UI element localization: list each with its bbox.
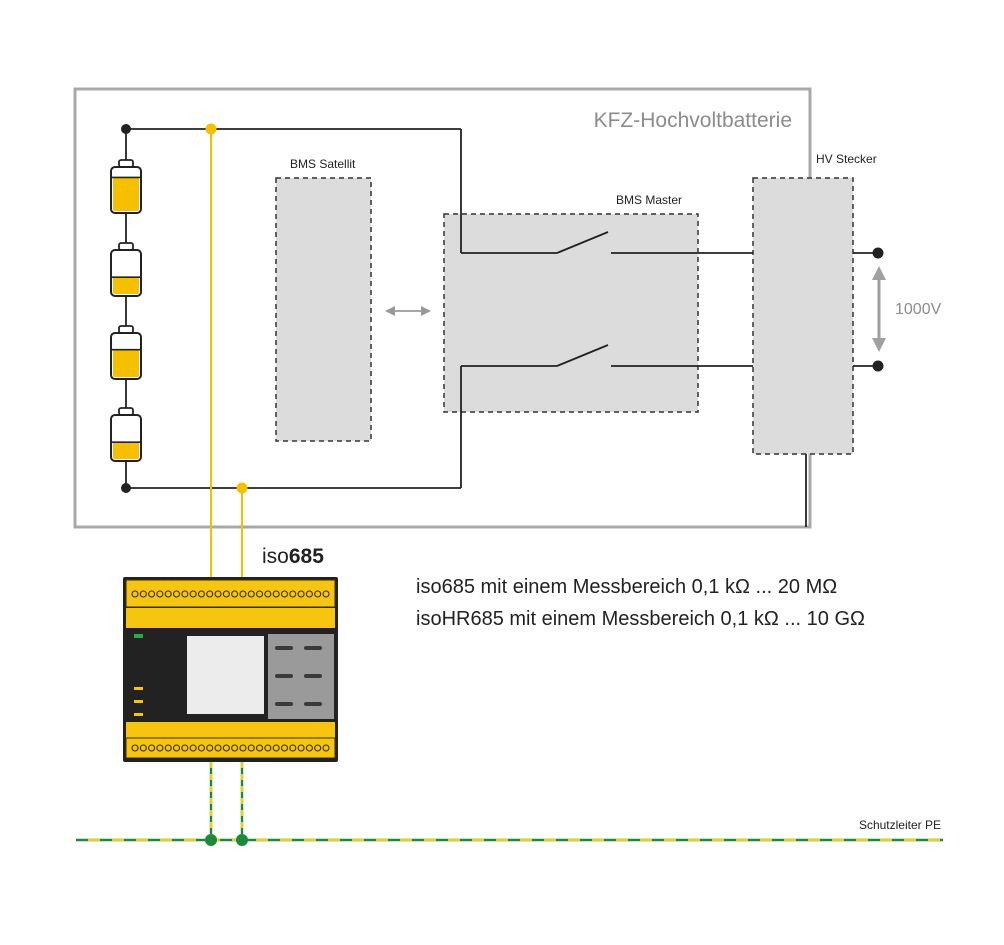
terminal-screw [206,590,214,598]
terminal-screw [314,744,322,752]
terminal-screw [214,744,222,752]
hv-connector-box [752,177,854,455]
terminal-screw [289,744,297,752]
terminal-screw [322,590,330,598]
device-display [187,636,264,714]
terminal-screw [305,744,313,752]
terminal-screw [164,590,172,598]
bms-satellite-label: BMS Satellit [290,157,356,171]
terminal-screw [231,744,239,752]
terminal-screw [181,744,189,752]
terminal-screw [189,590,197,598]
terminal-screw [222,590,230,598]
terminal-screw [222,744,230,752]
terminal-screw [297,744,305,752]
protective-earth-label: Schutzleiter PE [859,818,941,832]
hv-connector-label: HV Stecker [816,152,877,166]
lead-node-top [205,123,217,135]
terminal-screw [272,744,280,752]
terminal-screw [239,590,247,598]
battery-cell-1 [110,159,142,214]
battery-cell-4 [110,407,142,462]
earth-leads [76,762,943,842]
terminal-screw [156,590,164,598]
battery-cell-3 [110,325,142,380]
terminal-screw [231,590,239,598]
terminal-screw [305,590,313,598]
terminal-screw [314,590,322,598]
device-led-3 [134,713,143,716]
cell-charge-level [113,442,139,459]
battery-enclosure [73,87,812,529]
terminal-screw [148,744,156,752]
terminal-screw [131,590,139,598]
terminal-screw [172,590,181,598]
battery-enclosure-title: KFZ-Hochvoltbatterie [594,109,792,132]
device-keypad [275,646,322,706]
terminal-screw [214,590,222,598]
battery-cells [110,159,142,462]
earth-node-1 [205,834,217,846]
device-name: iso685 [262,545,324,568]
earth-node-2 [236,834,248,846]
device-led-1 [134,687,143,690]
terminal-screw [272,590,280,598]
terminal-screw [164,744,172,752]
device-status-led [134,634,143,638]
terminal-screw [197,590,205,598]
top-terminal-row [131,590,330,598]
lead-node-bottom [236,482,248,494]
terminal-screw [239,744,247,752]
terminal-screw [322,744,330,752]
terminal-screw [280,744,289,752]
terminal-screw [156,744,164,752]
bms-master-box [443,213,699,413]
bms-satellite-box [275,177,372,442]
node-top-left [121,124,131,134]
terminal-screw [256,744,264,752]
terminal-screw [247,590,255,598]
terminal-screw [256,590,264,598]
terminal-screw [131,744,139,752]
cell-charge-level [113,277,139,294]
terminal-screw [264,590,272,598]
bms-communication-arrow [385,306,431,316]
terminal-screw [206,744,214,752]
terminal-screw [181,590,189,598]
terminal-screw [297,590,305,598]
terminal-screw [139,744,147,752]
terminal-screw [139,590,147,598]
iso685-device [123,577,338,762]
node-bottom-left [121,483,131,493]
device-led-2 [134,700,143,703]
cell-charge-level [113,177,139,211]
description-line-1: iso685 mit einem Messbereich 0,1 kΩ ... … [416,576,837,598]
measuring-leads [210,129,243,578]
voltage-arrow [872,266,886,352]
terminal-screw [172,744,181,752]
terminal-screw [189,744,197,752]
terminal-screw [264,744,272,752]
terminal-screw [197,744,205,752]
terminal-screw [247,744,255,752]
hv-terminal-plus [872,247,884,259]
cell-charge-level [113,349,139,377]
terminal-screw [148,590,156,598]
terminal-screw [289,590,297,598]
voltage-label: 1000V [895,301,942,318]
bottom-terminal-row [131,744,330,752]
description-line-2: isoHR685 mit einem Messbereich 0,1 kΩ ..… [416,608,865,630]
terminal-screw [280,590,289,598]
hv-terminal-minus [872,360,884,372]
battery-cell-2 [110,242,142,297]
bms-master-label: BMS Master [616,193,682,207]
